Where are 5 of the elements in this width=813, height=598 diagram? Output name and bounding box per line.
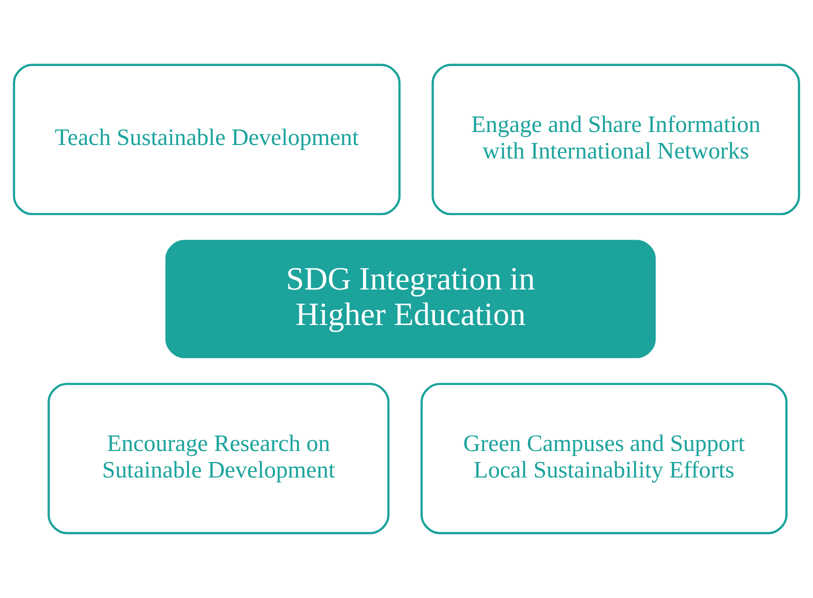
node-box: Encourage Research on Sutainable Development [48, 382, 390, 534]
node-box: Engage and Share Information with International Networks [432, 64, 800, 216]
node-box: Green Campuses and Support Local Sustainability Efforts [420, 382, 788, 534]
node-box: Teach Sustainable Development [12, 64, 401, 216]
node-box: SDG Integration in Higher Education [165, 240, 656, 358]
